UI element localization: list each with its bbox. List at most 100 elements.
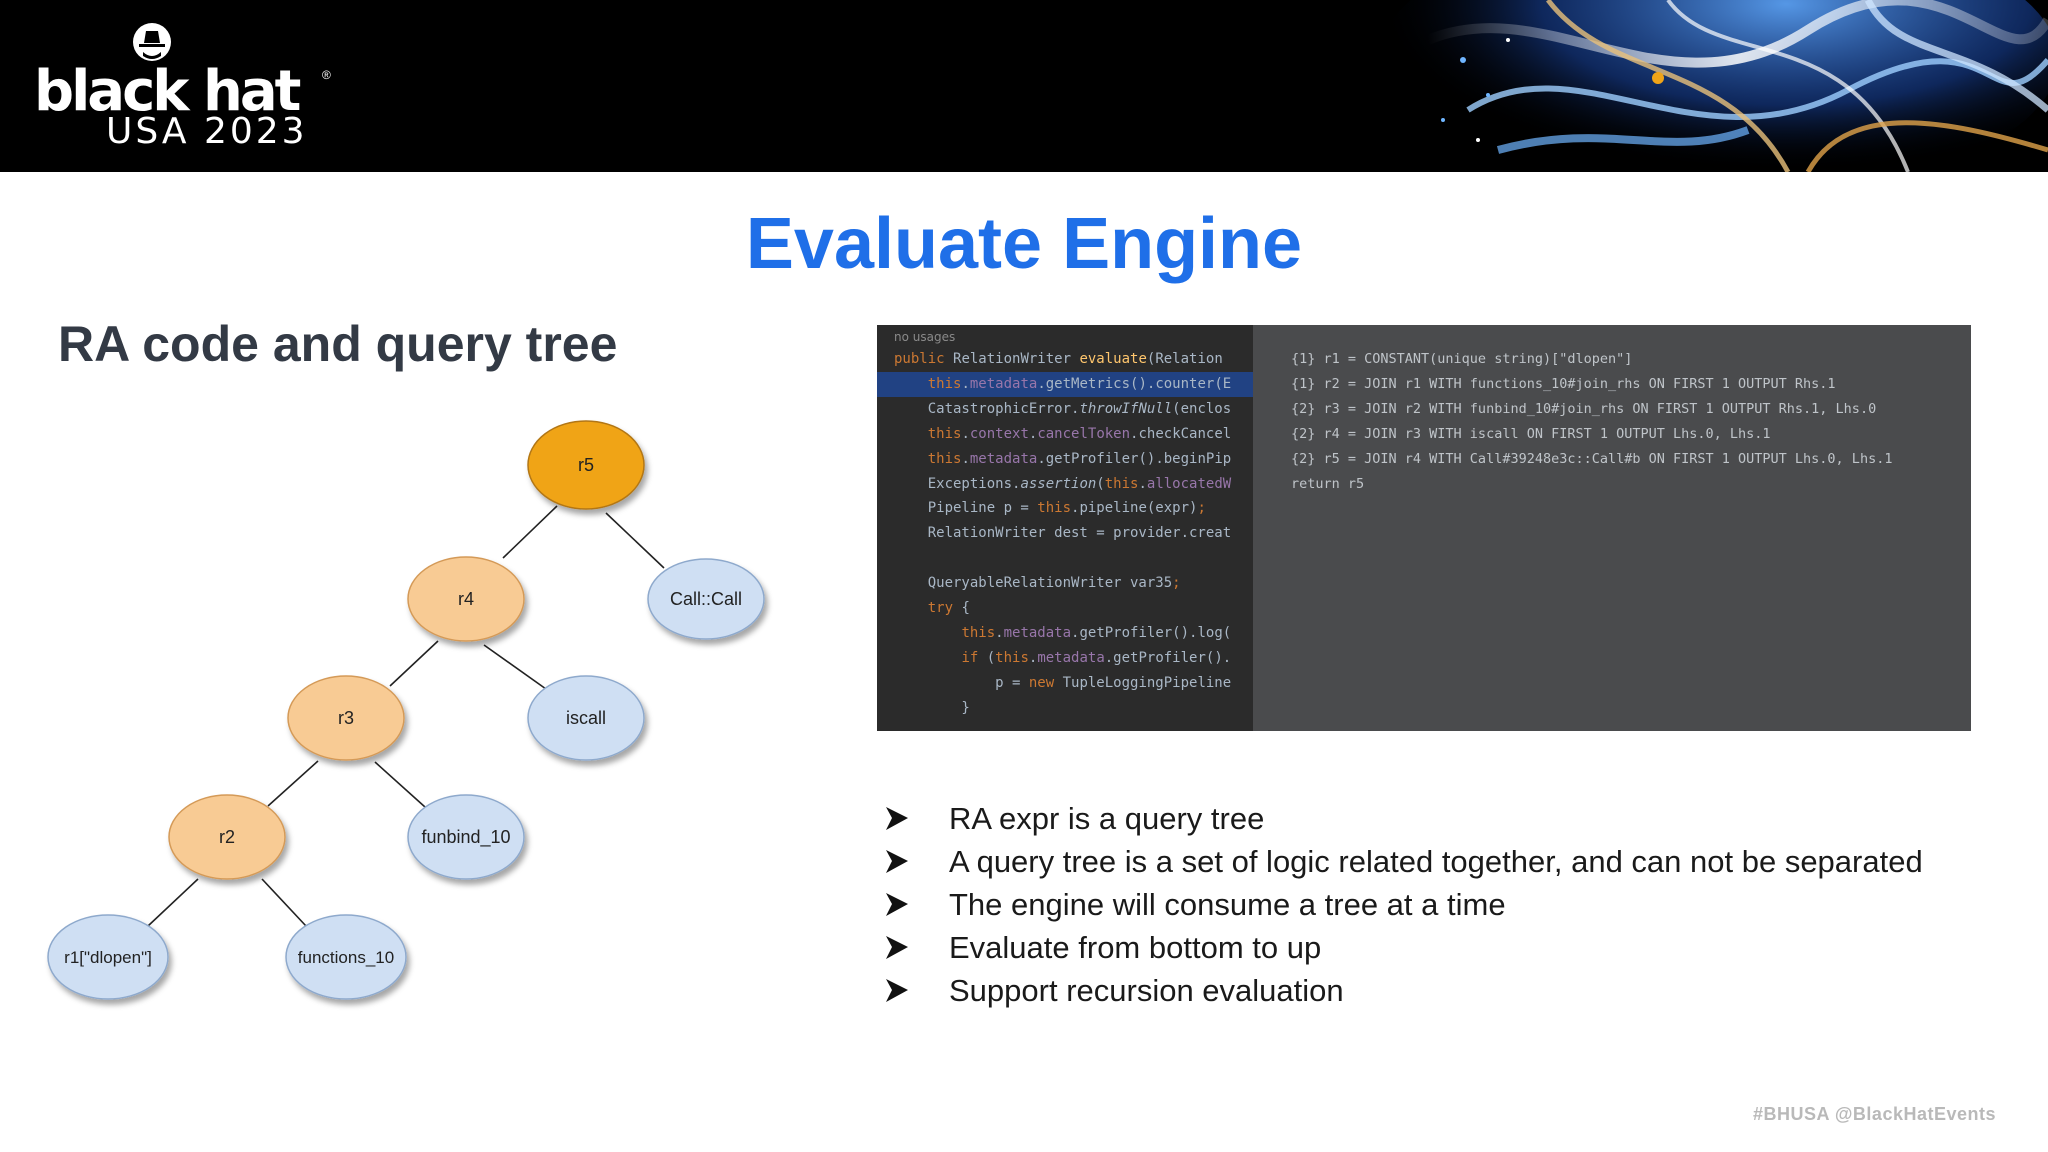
code-token: allocatedW bbox=[1146, 475, 1232, 492]
code-token: this bbox=[927, 375, 962, 392]
code-token: p = bbox=[894, 674, 1029, 691]
code-token: throwIfNull bbox=[1079, 400, 1173, 417]
code-token: .getMetrics().counter(E bbox=[1037, 375, 1232, 392]
no-usages-hint: no usages bbox=[894, 330, 956, 344]
header-banner: black hat ® USA 2023 bbox=[0, 0, 2048, 172]
registered-mark: ® bbox=[322, 68, 331, 82]
tree-node-r4: r4 bbox=[407, 556, 525, 642]
code-token: (Relation bbox=[1146, 351, 1223, 367]
code-token: ( bbox=[978, 649, 996, 666]
tree-node-functions: functions_10 bbox=[285, 914, 407, 1000]
java-code-line: CatastrophicError.throwIfNull(enclos bbox=[877, 397, 1253, 422]
code-token: } bbox=[894, 699, 970, 716]
ra-code-line: {1} r2 = JOIN r1 WITH functions_10#join_… bbox=[1291, 375, 1836, 392]
java-code-line: public RelationWriter evaluate(Relation bbox=[877, 347, 1253, 372]
bullet-text: Evaluate from bottom to up bbox=[949, 930, 1322, 965]
code-token: this bbox=[961, 624, 996, 641]
code-token: this bbox=[1037, 500, 1072, 517]
bullet-text: RA expr is a query tree bbox=[949, 801, 1265, 836]
tree-node-call: Call::Call bbox=[647, 558, 765, 640]
code-token: if bbox=[961, 649, 979, 666]
arrow-bullet-icon bbox=[886, 893, 908, 916]
code-token: { bbox=[953, 600, 970, 616]
java-code-line: if (this.metadata.getProfiler(). bbox=[877, 646, 1253, 671]
tree-node-label: Call::Call bbox=[670, 589, 742, 609]
code-token: . bbox=[961, 375, 970, 392]
arrow-bullet-icon bbox=[886, 979, 908, 1002]
code-token: this bbox=[927, 425, 962, 442]
ra-code-line: return r5 bbox=[1291, 475, 1365, 492]
slide-title: Evaluate Engine bbox=[745, 204, 1303, 284]
edge-r3-funbind bbox=[374, 761, 426, 808]
arrow-bullet-icon bbox=[886, 807, 908, 830]
java-code-line: QueryableRelationWriter var35; bbox=[877, 571, 1253, 596]
code-token: RelationWriter bbox=[953, 351, 1080, 367]
edge-r3-r2 bbox=[267, 760, 319, 807]
tree-node-r3: r3 bbox=[287, 675, 405, 761]
tree-node-label: functions_10 bbox=[298, 948, 394, 967]
code-token: TupleLoggingPipeline bbox=[1054, 674, 1232, 691]
code-token: this bbox=[995, 649, 1029, 666]
code-token: ( bbox=[1096, 475, 1105, 492]
java-code-pane: no usages public RelationWriter evaluate… bbox=[877, 325, 1253, 731]
code-token: . bbox=[961, 450, 970, 467]
ra-code-pane: {1} r1 = CONSTANT(unique string)["dlopen… bbox=[1253, 325, 1971, 731]
code-token bbox=[894, 376, 928, 392]
ra-code-line: {2} r3 = JOIN r2 WITH funbind_10#join_rh… bbox=[1291, 400, 1877, 417]
code-token: . bbox=[961, 425, 970, 442]
code-token: CatastrophicError. bbox=[894, 400, 1080, 417]
tree-node-label: r4 bbox=[458, 589, 474, 609]
black-hat-logo: black hat ® USA 2023 bbox=[34, 22, 354, 152]
tree-node-label: r5 bbox=[578, 455, 594, 475]
tree-node-funbind: funbind_10 bbox=[407, 794, 525, 880]
bullet-text: Support recursion evaluation bbox=[949, 973, 1344, 1008]
arrow-bullet-icon bbox=[886, 936, 908, 959]
edge-r5-r4 bbox=[502, 505, 558, 559]
bullet-list: RA expr is a query tree A query tree is a… bbox=[880, 797, 2040, 1012]
java-code-line: this.metadata.getProfiler().beginPip bbox=[877, 447, 1253, 472]
code-token bbox=[894, 426, 928, 442]
java-code-line: Exceptions.assertion(this.allocatedW bbox=[877, 472, 1253, 497]
code-token: try bbox=[927, 600, 954, 616]
tree-node-label: r1["dlopen"] bbox=[64, 948, 152, 967]
code-token: .getProfiler(). bbox=[1104, 649, 1232, 666]
code-token: ; bbox=[1197, 500, 1206, 517]
bullet-text: The engine will consume a tree at a time bbox=[949, 887, 1506, 922]
code-token: cancelToken bbox=[1037, 425, 1131, 442]
arrow-bullet-icon bbox=[886, 850, 908, 873]
code-token: this bbox=[1104, 475, 1139, 492]
code-token: ; bbox=[1172, 575, 1181, 592]
code-token: evaluate bbox=[1079, 351, 1147, 367]
bullet-item: A query tree is a set of logic related t… bbox=[880, 840, 2040, 883]
edge-r5-call bbox=[605, 512, 665, 569]
footer-hashtags: #BHUSA @BlackHatEvents bbox=[1753, 1104, 1996, 1124]
tree-node-r5: r5 bbox=[527, 420, 645, 510]
java-code-line: this.metadata.getMetrics().counter(E bbox=[877, 371, 1253, 397]
code-token: .pipeline(expr) bbox=[1071, 500, 1198, 517]
tree-node-label: funbind_10 bbox=[421, 827, 510, 848]
code-token: metadata bbox=[969, 450, 1038, 467]
code-token: new bbox=[1028, 674, 1055, 691]
code-token: this bbox=[927, 450, 962, 467]
code-token: . bbox=[1028, 649, 1038, 666]
ra-code-line: {1} r1 = CONSTANT(unique string)["dlopen… bbox=[1291, 351, 1633, 367]
code-token: .checkCancel bbox=[1130, 425, 1232, 442]
bullet-text: A query tree is a set of logic related t… bbox=[949, 844, 1923, 879]
code-token: (enclos bbox=[1172, 400, 1232, 417]
tree-node-label: r3 bbox=[338, 708, 354, 728]
code-token bbox=[894, 625, 961, 641]
hat-icon bbox=[133, 23, 171, 61]
code-token: metadata bbox=[1037, 649, 1105, 666]
edge-r2-functions bbox=[261, 878, 307, 927]
code-token: assertion bbox=[1020, 475, 1097, 492]
tree-node-iscall: iscall bbox=[527, 675, 645, 761]
code-token: Exceptions. bbox=[894, 475, 1021, 492]
code-token bbox=[894, 650, 961, 666]
java-code-line: p = new TupleLoggingPipeline bbox=[877, 671, 1253, 696]
java-code-line: Pipeline p = this.pipeline(expr); bbox=[877, 496, 1253, 521]
code-token bbox=[894, 600, 928, 616]
bullet-item: Evaluate from bottom to up bbox=[880, 926, 2040, 969]
java-code-line: } bbox=[877, 696, 1253, 721]
abstract-art-image bbox=[1248, 0, 2048, 172]
